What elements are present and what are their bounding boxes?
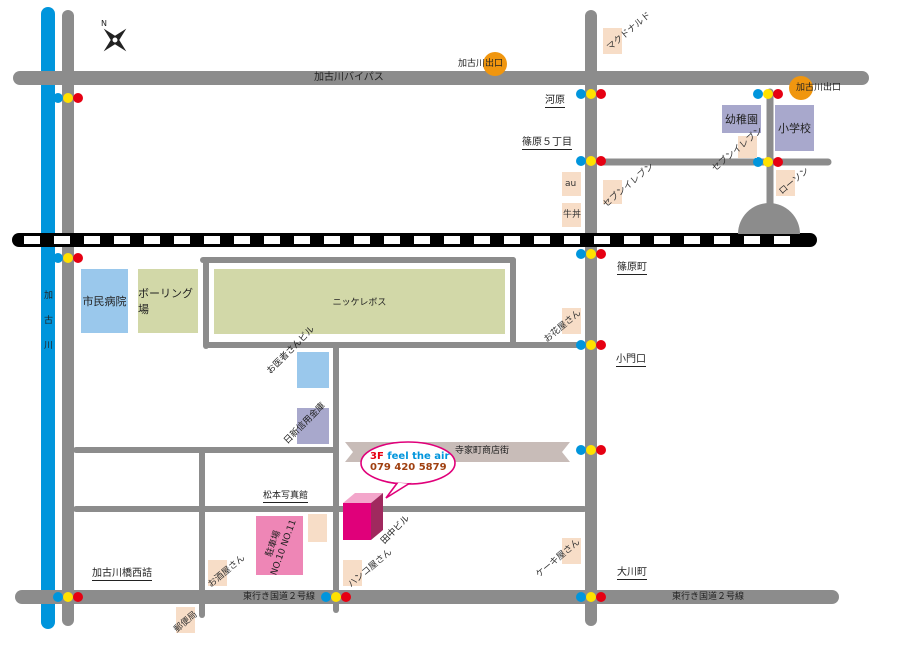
hanko-shop <box>343 560 362 586</box>
dental-block <box>297 352 329 388</box>
nikke-block: ニッケレボス <box>214 269 505 334</box>
traffic-light-icon <box>576 249 606 259</box>
traffic-light-icon <box>753 157 783 167</box>
label-komonguchi: 小門口 <box>616 354 646 367</box>
au-label: au <box>565 179 577 189</box>
traffic-light-icon <box>753 89 783 99</box>
bowling-label: ボーリング場 <box>138 287 193 316</box>
shinkin-block <box>297 408 329 444</box>
post-shop <box>176 607 195 633</box>
lawson-shop <box>776 170 795 196</box>
bypass-exit-marker-1 <box>483 52 507 76</box>
matsumoto-label: 松本写真館 <box>263 491 309 503</box>
callout-line1: 3F feel the air <box>370 452 449 462</box>
seven1-shop <box>603 180 622 204</box>
bypass-exit-label-2: 加古川出口 <box>796 83 842 93</box>
compass-icon: N <box>101 19 127 52</box>
label-kawara: 河原 <box>545 95 565 108</box>
callout-phone[interactable]: 079 420 5879 <box>370 462 447 473</box>
cake-shop <box>562 538 581 564</box>
au-shop <box>562 172 581 196</box>
callout-name: feel the air <box>387 451 450 462</box>
traffic-light-icon <box>53 592 83 602</box>
bypass-label: 加古川バイパス <box>314 72 384 83</box>
kindergarten-label: 幼稚園 <box>725 113 758 126</box>
school-block: 小学校 <box>775 105 814 151</box>
bowling-block: ボーリング場 <box>138 269 198 333</box>
label-kakogawa-bashi-nishi: 加古川橋西詰 <box>92 568 152 581</box>
callout-floor: 3F <box>370 451 384 462</box>
nikke-label: ニッケレボス <box>332 298 387 308</box>
traffic-light-icon <box>576 592 606 602</box>
mcdonalds-shop <box>603 28 622 54</box>
label-shinoharacho: 篠原町 <box>617 262 647 275</box>
tunnel-icon <box>738 203 800 234</box>
traffic-light-icon <box>576 445 606 455</box>
traffic-light-icon <box>576 89 606 99</box>
hospital-label: 市民病院 <box>82 295 127 308</box>
bypass-exit-label-1: 加古川出口 <box>458 59 504 69</box>
gyudon-shop <box>562 203 581 227</box>
parking-label: 駐車場 NO.10 NO.11 <box>264 518 299 577</box>
traffic-light-icon <box>576 340 606 350</box>
label-shinohara5: 篠原５丁目 <box>522 137 572 150</box>
svg-text:N: N <box>101 19 107 28</box>
tanaka-building-cube[interactable] <box>343 493 383 540</box>
roads <box>13 10 869 626</box>
traffic-lights <box>53 89 783 602</box>
traffic-light-icon <box>53 93 83 103</box>
sake-shop <box>208 560 227 586</box>
kindergarten-block: 幼稚園 <box>722 105 761 133</box>
label-okawacho: 大川町 <box>617 567 647 580</box>
traffic-light-icon <box>53 253 83 263</box>
parking-block: 駐車場 NO.10 NO.11 <box>256 516 303 577</box>
school-label: 小学校 <box>778 122 811 135</box>
bypass-exit-marker-2 <box>789 76 813 100</box>
route2-label-west: 東行き国道２号線 <box>243 592 316 602</box>
matsumoto-shop <box>308 514 327 542</box>
hospital-block: 市民病院 <box>81 269 128 333</box>
flower-shop <box>562 308 581 334</box>
seven2-shop <box>738 136 757 158</box>
traffic-light-icon <box>576 156 606 166</box>
river-label: 加古川 <box>42 290 52 365</box>
shotengai-label: 寺家町商店街 <box>455 446 510 456</box>
gyudon-label: 牛丼 <box>563 210 582 220</box>
callout-bubble <box>360 441 456 499</box>
route2-label-east: 東行き国道２号線 <box>672 592 745 602</box>
traffic-light-icon <box>321 592 351 602</box>
